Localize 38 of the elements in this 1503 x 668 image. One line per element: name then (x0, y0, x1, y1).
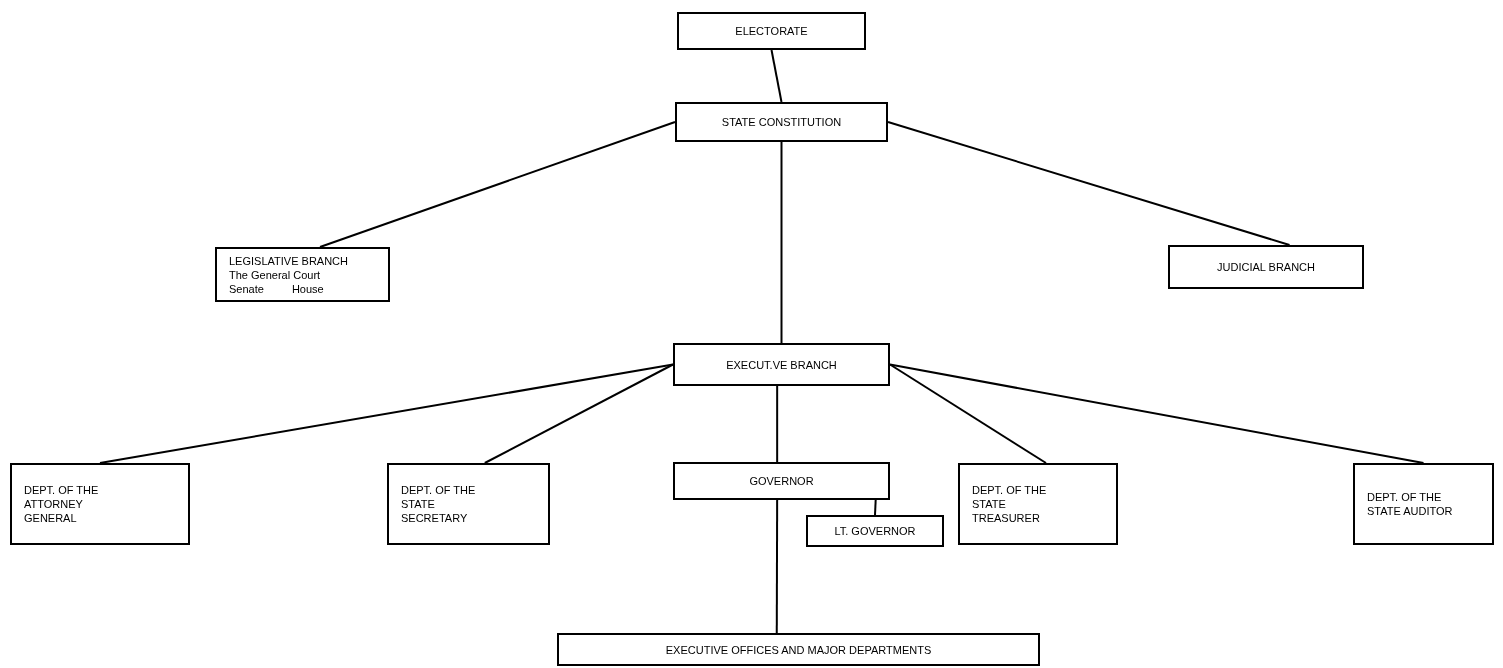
org-box (215, 247, 390, 302)
box-subtitle: The General Court (229, 267, 321, 282)
box-label: GOVERNOR (749, 474, 814, 488)
chamber-label: House (291, 281, 324, 296)
connector-line (776, 385, 779, 463)
connector-line (319, 121, 676, 248)
org-box (557, 633, 1040, 666)
connector-line (483, 363, 674, 464)
box-label: JUDICIAL BRANCH (1217, 260, 1315, 274)
org-box (675, 102, 888, 142)
chamber-label: Senate (229, 281, 264, 296)
box-label: DEPT. OF THE ATTORNEY GENERAL (24, 483, 100, 525)
org-box (10, 463, 190, 545)
box-heading: LEGISLATIVE BRANCH (229, 253, 348, 268)
box-label: LT. GOVERNOR (834, 524, 916, 538)
connector-line (775, 499, 779, 634)
connector-line (889, 363, 1425, 464)
org-box (387, 463, 550, 545)
org-box (673, 343, 890, 386)
org-box (677, 12, 866, 50)
connector-line (889, 363, 1047, 464)
connector-line (780, 141, 783, 344)
org-box (1168, 245, 1364, 289)
box-label: STATE CONSTITUTION (721, 115, 842, 129)
box-label: DEPT. OF THE STATE SECRETARY (401, 483, 477, 525)
connector-line (99, 363, 674, 464)
connector-line (770, 49, 783, 103)
org-box (1353, 463, 1494, 545)
box-label: ELECTORATE (735, 24, 808, 38)
box-label: EXECUT.VE BRANCH (726, 357, 837, 372)
org-box (673, 462, 890, 500)
org-box (806, 515, 944, 547)
box-label: DEPT. OF THE STATE AUDITOR (1367, 490, 1454, 518)
org-box (958, 463, 1118, 545)
connector-line (874, 499, 877, 516)
connector-line (887, 121, 1291, 246)
box-label: EXECUTIVE OFFICES AND MAJOR DEPARTMENTS (665, 642, 932, 657)
box-label: DEPT. OF THE STATE TREASURER (972, 483, 1048, 525)
